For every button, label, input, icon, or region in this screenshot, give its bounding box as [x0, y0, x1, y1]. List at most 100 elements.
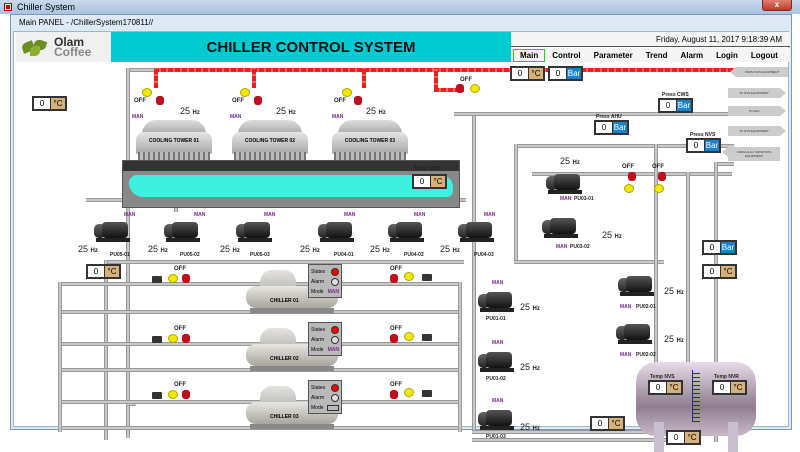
pump-pu01-02[interactable] [478, 348, 518, 374]
temp-cws-label: Temp CWS [414, 166, 441, 172]
pump-pu02-01[interactable] [618, 272, 658, 298]
hz-readout: 25 Hz [520, 422, 540, 432]
pump-pu02-02[interactable] [616, 320, 656, 346]
valve-icon[interactable] [182, 390, 190, 399]
hz-readout: 25 Hz [276, 106, 296, 116]
valve-status: OFF [390, 382, 402, 388]
nav-login[interactable]: Login [716, 50, 738, 60]
cooling-tower-02[interactable]: COOLING TOWER 02 [230, 120, 310, 162]
valve-icon[interactable] [354, 96, 362, 105]
valve-icon[interactable] [390, 274, 398, 283]
window-titlebar: Chiller System x [0, 0, 800, 14]
chiller-03-status-panel: States Alarm Mode [308, 380, 342, 414]
valve-icon[interactable] [390, 390, 398, 399]
valve-icon[interactable] [456, 84, 464, 93]
valve-icon[interactable] [254, 96, 262, 105]
flow-meter-icon [422, 274, 432, 281]
press-cws-label: Press CWS [662, 92, 689, 98]
arrow-to-ahu: TO AHU [728, 106, 786, 116]
pump-pu05-01[interactable] [94, 218, 134, 244]
pump-pu04-01[interactable] [318, 218, 358, 244]
status-lamp [654, 184, 664, 193]
top-temp-display: 0°C [510, 66, 545, 81]
arrow-to-nvs: TO NVS EQUIPMENT [728, 88, 786, 98]
nav-bar: Main Control Parameter Trend Alarm Login… [511, 48, 790, 62]
cooling-tower-basin [122, 160, 460, 208]
pump-pu01-03[interactable] [478, 406, 518, 432]
press-unit: Bar [567, 68, 581, 79]
state-indicator [331, 268, 339, 276]
hot-pipe [252, 68, 256, 88]
nav-alarm[interactable]: Alarm [680, 50, 704, 60]
panel-subtitle: Main PANEL - /ChillerSystem170811// [19, 18, 154, 27]
temp-cws-display: 0°C [412, 174, 447, 189]
nav-logout[interactable]: Logout [750, 50, 778, 60]
pump-pu04-03[interactable] [458, 218, 498, 244]
press-ahu-label: Press AHU [596, 114, 622, 120]
temp-unit: °C [529, 68, 543, 79]
right-temp-display: 0°C [702, 264, 737, 279]
pipe [454, 112, 750, 116]
pump-name: PU04-02 [404, 252, 424, 258]
pipe [714, 162, 734, 166]
mode-label: MAN [264, 212, 276, 218]
temp-nvs-label: Temp NVS [650, 374, 675, 380]
valve-icon[interactable] [182, 334, 190, 343]
valve-status: OFF [652, 164, 664, 170]
nav-main[interactable]: Main [513, 48, 546, 62]
status-lamp [168, 274, 178, 283]
status-lamp [404, 332, 414, 341]
level-scale [692, 370, 700, 422]
hz-readout: 25 Hz [664, 334, 684, 344]
pump-name: PU03-02 [570, 244, 590, 250]
arrow-from-ahu: FROM AHU / FROM NVS EQUIPMENT [722, 147, 780, 161]
pump-pu05-02[interactable] [164, 218, 204, 244]
pipe [514, 144, 518, 264]
valve-status: OFF [174, 266, 186, 272]
mode-label: MAN [620, 352, 632, 358]
bottom-temp-display-1: 0°C [590, 416, 625, 431]
nav-trend[interactable]: Trend [645, 50, 668, 60]
hz-readout: 25 Hz [180, 106, 200, 116]
valve-icon[interactable] [182, 274, 190, 283]
hz-readout: 25 Hz [366, 106, 386, 116]
hz-readout: 25 Hz [520, 362, 540, 372]
pipe [58, 282, 458, 286]
nav-control[interactable]: Control [552, 50, 581, 60]
pump-pu03-02[interactable] [542, 214, 582, 240]
pump-pu04-02[interactable] [388, 218, 428, 244]
hz-readout: 25 Hz [370, 244, 390, 254]
hz-readout: 25 Hz [220, 244, 240, 254]
alarm-indicator [331, 278, 339, 286]
valve-status: OFF [390, 326, 402, 332]
pump-name: PU02-01 [636, 304, 656, 310]
leaf-icon [20, 36, 48, 58]
nav-parameter[interactable]: Parameter [593, 50, 633, 60]
valve-icon[interactable] [390, 334, 398, 343]
cooling-tower-01[interactable]: COOLING TOWER 01 [134, 120, 214, 162]
pipe [472, 430, 652, 434]
cooling-tower-03[interactable]: COOLING TOWER 03 [330, 120, 410, 162]
pump-pu01-01[interactable] [478, 288, 518, 314]
valve-icon[interactable] [658, 172, 666, 181]
status-lamp [168, 334, 178, 343]
close-button[interactable]: x [762, 0, 792, 11]
press-nvs-label: Press NVS [690, 132, 716, 138]
pump-name: PU05-01 [110, 252, 130, 258]
hz-readout: 25 Hz [602, 230, 622, 240]
status-lamp [470, 84, 480, 93]
mode-label: MAN [556, 244, 568, 250]
pump-pu03-01[interactable] [546, 170, 586, 196]
valve-status: OFF [174, 382, 186, 388]
pump-pu05-03[interactable] [236, 218, 276, 244]
left-temp-display: 0°C [32, 96, 67, 111]
valve-icon[interactable] [628, 172, 636, 181]
valve-icon[interactable] [156, 96, 164, 105]
hz-readout: 25 Hz [560, 156, 580, 166]
mode-label: MAN [332, 114, 344, 120]
page-title: CHILLER CONTROL SYSTEM [111, 32, 511, 62]
mode-label: MAN [124, 212, 136, 218]
